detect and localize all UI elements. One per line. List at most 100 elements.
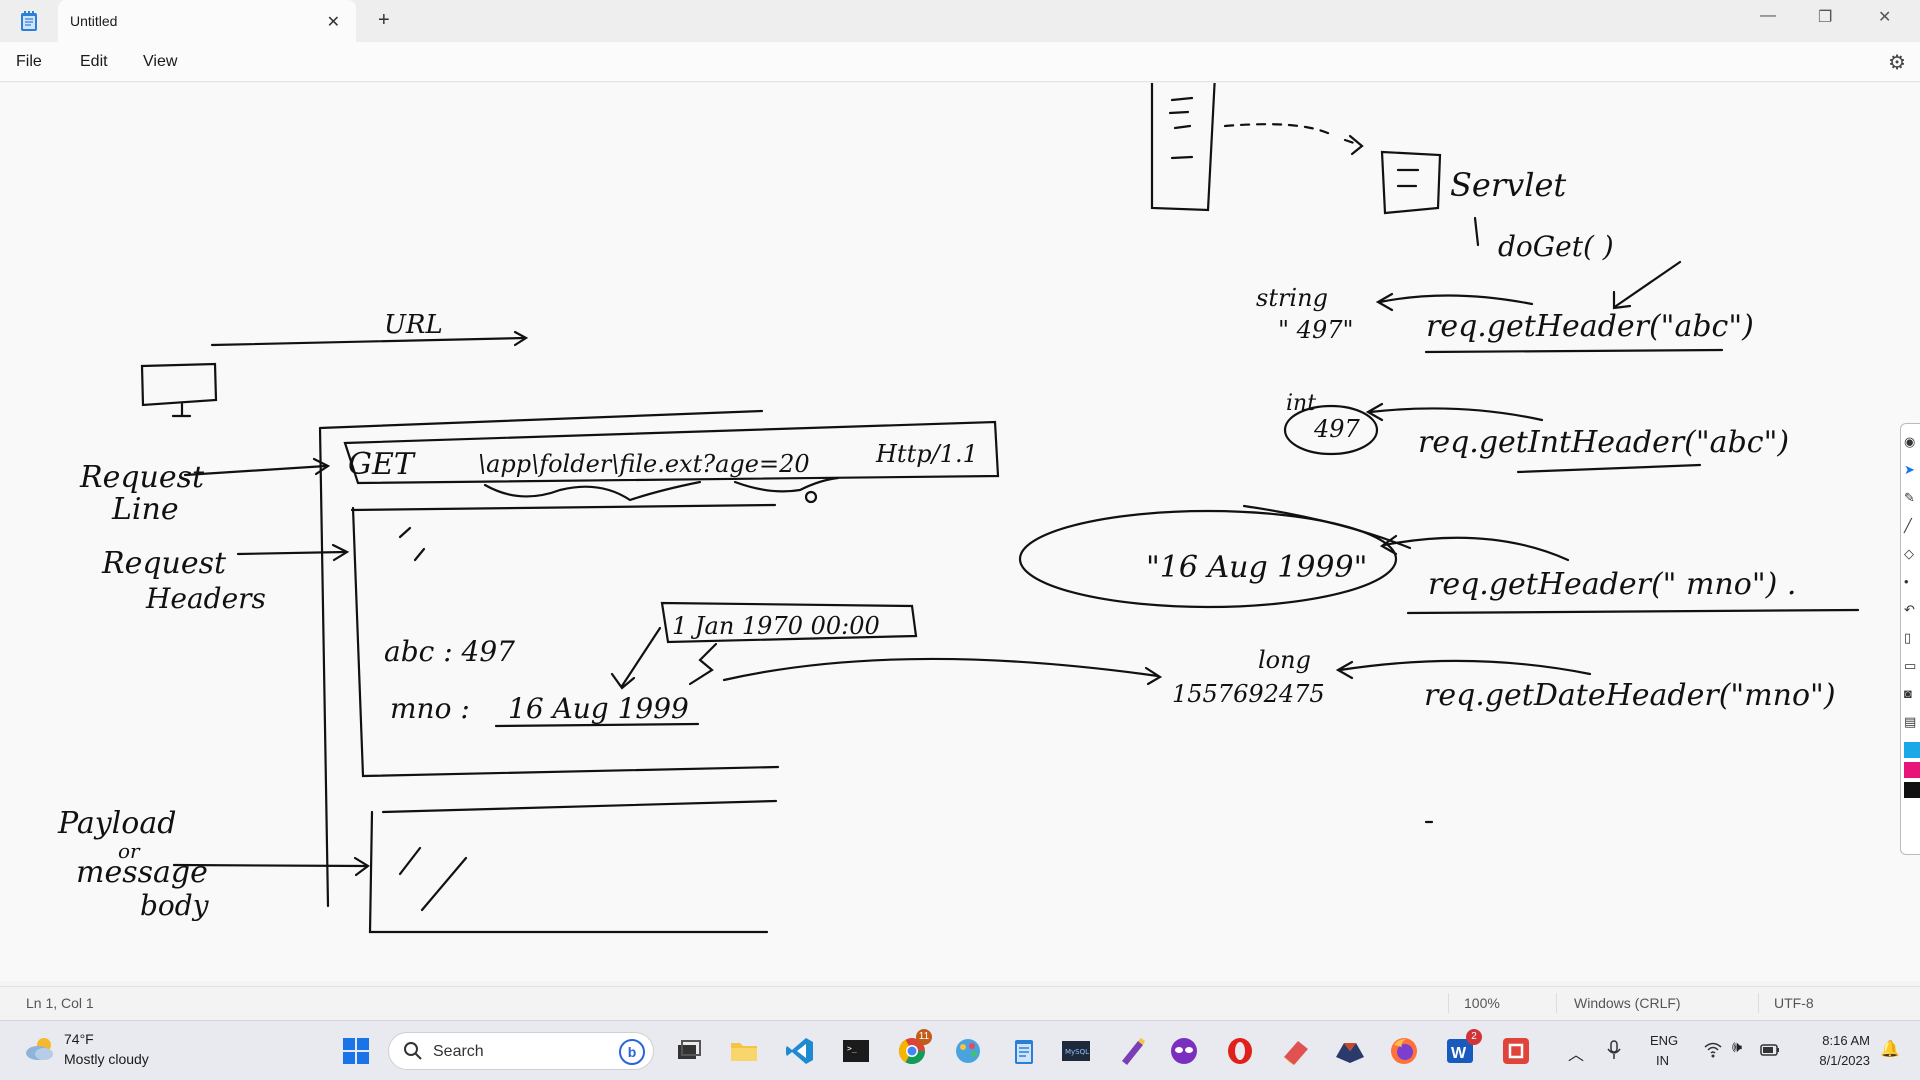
int-ellipse bbox=[1283, 404, 1379, 456]
get-date-header: req.getDateHeader("mno") bbox=[1424, 678, 1836, 713]
color-magenta-swatch[interactable] bbox=[1904, 762, 1920, 778]
encoding[interactable]: UTF-8 bbox=[1774, 995, 1814, 1011]
microphone-icon[interactable] bbox=[1606, 1039, 1622, 1061]
trash-icon[interactable]: ▯ bbox=[1904, 630, 1912, 645]
label-payload: Payload bbox=[57, 806, 176, 841]
opera-icon[interactable] bbox=[1224, 1035, 1256, 1067]
file-explorer-icon[interactable] bbox=[728, 1035, 760, 1067]
new-tab-button[interactable]: + bbox=[378, 9, 390, 31]
color-black-swatch[interactable] bbox=[1904, 782, 1920, 798]
pen-toolbar: ◉ ➤ ✎ ╱ ◇ • ↶ ▯ ▭ ◙ ▤ bbox=[1900, 423, 1920, 855]
payload-arrow bbox=[172, 863, 368, 868]
to-date-header-arrow bbox=[722, 657, 1160, 682]
label-or: or bbox=[118, 839, 141, 863]
pointer-icon[interactable]: ➤ bbox=[1904, 462, 1915, 477]
minimize-button[interactable]: — bbox=[1760, 7, 1776, 24]
zoom-level[interactable]: 100% bbox=[1464, 995, 1500, 1011]
slash-marks-headers bbox=[398, 526, 426, 562]
wifi-icon[interactable] bbox=[1704, 1042, 1722, 1058]
arrowhead-4 bbox=[1144, 666, 1163, 686]
tab-untitled[interactable]: Untitled ✕ bbox=[58, 0, 356, 42]
paint-icon[interactable] bbox=[952, 1035, 984, 1067]
menu-view[interactable]: View bbox=[143, 53, 178, 70]
clipboard-icon[interactable]: ▤ bbox=[1904, 714, 1917, 729]
eraser-app-icon[interactable] bbox=[1280, 1035, 1312, 1067]
date-ellipse bbox=[1018, 509, 1398, 609]
terminal-icon[interactable]: >_ bbox=[840, 1035, 872, 1067]
language-region[interactable]: IN bbox=[1656, 1053, 1669, 1068]
get-header-abc: req.getHeader("abc") bbox=[1426, 309, 1754, 344]
camera-icon[interactable]: ◙ bbox=[1904, 686, 1912, 701]
word-taskbar-item[interactable]: W 2 bbox=[1444, 1029, 1482, 1072]
battery-icon[interactable] bbox=[1760, 1043, 1780, 1057]
bing-icon[interactable]: b bbox=[619, 1039, 645, 1065]
undo-icon[interactable]: ↶ bbox=[1904, 602, 1915, 617]
path-brace bbox=[483, 476, 840, 502]
status-divider bbox=[1758, 993, 1759, 1013]
vscode-icon[interactable] bbox=[784, 1035, 816, 1067]
servlet-label: Servlet bbox=[1450, 166, 1566, 204]
notification-bell-icon[interactable]: 🔔 bbox=[1880, 1041, 1900, 1058]
slash-marks-body bbox=[398, 846, 468, 912]
string-type-label: string bbox=[1256, 284, 1328, 312]
int-arrow bbox=[1365, 402, 1544, 422]
string-value-label: " 497" bbox=[1278, 316, 1354, 344]
status-bar: Ln 1, Col 1 100% Windows (CRLF) UTF-8 bbox=[0, 986, 1920, 1018]
pen-icon[interactable]: ✎ bbox=[1904, 490, 1915, 505]
maximize-button[interactable]: ❐ bbox=[1818, 9, 1833, 26]
show-hidden-icons-chevron-icon[interactable]: ︿ bbox=[1568, 1047, 1585, 1064]
request-path: \app\folder\file.ext?age=20 bbox=[478, 450, 810, 478]
bat-app-icon[interactable] bbox=[1334, 1035, 1366, 1067]
chrome-taskbar-item[interactable]: 11 bbox=[896, 1029, 932, 1072]
line-ending[interactable]: Windows (CRLF) bbox=[1574, 995, 1681, 1011]
eraser-icon[interactable]: ◇ bbox=[1904, 546, 1914, 561]
screen-icon[interactable]: ▭ bbox=[1904, 658, 1917, 673]
menu-edit[interactable]: Edit bbox=[80, 53, 108, 70]
dot-icon[interactable]: • bbox=[1904, 574, 1909, 589]
volume-icon[interactable]: 🕪 bbox=[1732, 1039, 1743, 1056]
header-mno-value: 16 Aug 1999 bbox=[508, 692, 689, 725]
string-arrow bbox=[1375, 292, 1534, 312]
url-arrow bbox=[210, 336, 527, 347]
settings-gear-icon[interactable]: ⚙ bbox=[1888, 52, 1906, 74]
firefox-icon[interactable] bbox=[1388, 1035, 1420, 1067]
headers-arrow bbox=[236, 550, 347, 556]
get-header-mno: req.getHeader(" mno") . bbox=[1428, 567, 1796, 602]
date-connector bbox=[1242, 504, 1412, 550]
long-type-label: long bbox=[1258, 646, 1311, 674]
taskbar-search-box[interactable]: Search b bbox=[388, 1032, 654, 1070]
notepad-app-icon bbox=[21, 11, 37, 31]
search-placeholder: Search bbox=[433, 1043, 484, 1060]
client-lines bbox=[1168, 96, 1194, 160]
squiggle bbox=[688, 642, 718, 686]
epoch-arrow bbox=[610, 626, 662, 690]
mysql-workbench-icon[interactable]: MySQL bbox=[1060, 1035, 1092, 1067]
highlighter-icon[interactable]: ╱ bbox=[1904, 518, 1912, 533]
menu-file[interactable]: File bbox=[16, 53, 42, 70]
chrome-badge: 11 bbox=[916, 1029, 932, 1045]
snip-app-icon[interactable] bbox=[1500, 1035, 1532, 1067]
editor-area[interactable]: URL GET \app\folder\file.ext?age=20 Http… bbox=[0, 83, 1920, 981]
windows-start-icon[interactable] bbox=[340, 1035, 372, 1067]
clock-date[interactable]: 8/1/2023 bbox=[1819, 1053, 1870, 1068]
svg-text:MySQL: MySQL bbox=[1065, 1048, 1089, 1056]
header-mno-key: mno : bbox=[390, 692, 470, 725]
mask-app-icon[interactable] bbox=[1168, 1035, 1200, 1067]
task-view-icon[interactable] bbox=[672, 1035, 704, 1067]
language-code[interactable]: ENG bbox=[1650, 1033, 1679, 1048]
arrowhead-2 bbox=[331, 543, 350, 562]
arrowhead-3 bbox=[353, 856, 370, 877]
epoch-label: 1 Jan 1970 00:00 bbox=[672, 612, 880, 640]
notepad-taskbar-icon[interactable] bbox=[1008, 1035, 1040, 1067]
close-tab-icon[interactable]: ✕ bbox=[326, 14, 340, 31]
monitor-stand bbox=[171, 402, 192, 418]
abc-pointer-arrow bbox=[1612, 260, 1682, 310]
view-icon[interactable]: ◉ bbox=[1904, 434, 1916, 449]
clock-time[interactable]: 8:16 AM bbox=[1822, 1033, 1870, 1048]
pen-app-icon[interactable] bbox=[1116, 1035, 1148, 1067]
divider-1 bbox=[350, 503, 777, 512]
servlet-lines bbox=[1396, 168, 1420, 188]
brace-knot bbox=[804, 490, 818, 504]
close-window-button[interactable]: ✕ bbox=[1878, 9, 1892, 26]
color-cyan-swatch[interactable] bbox=[1904, 742, 1920, 758]
